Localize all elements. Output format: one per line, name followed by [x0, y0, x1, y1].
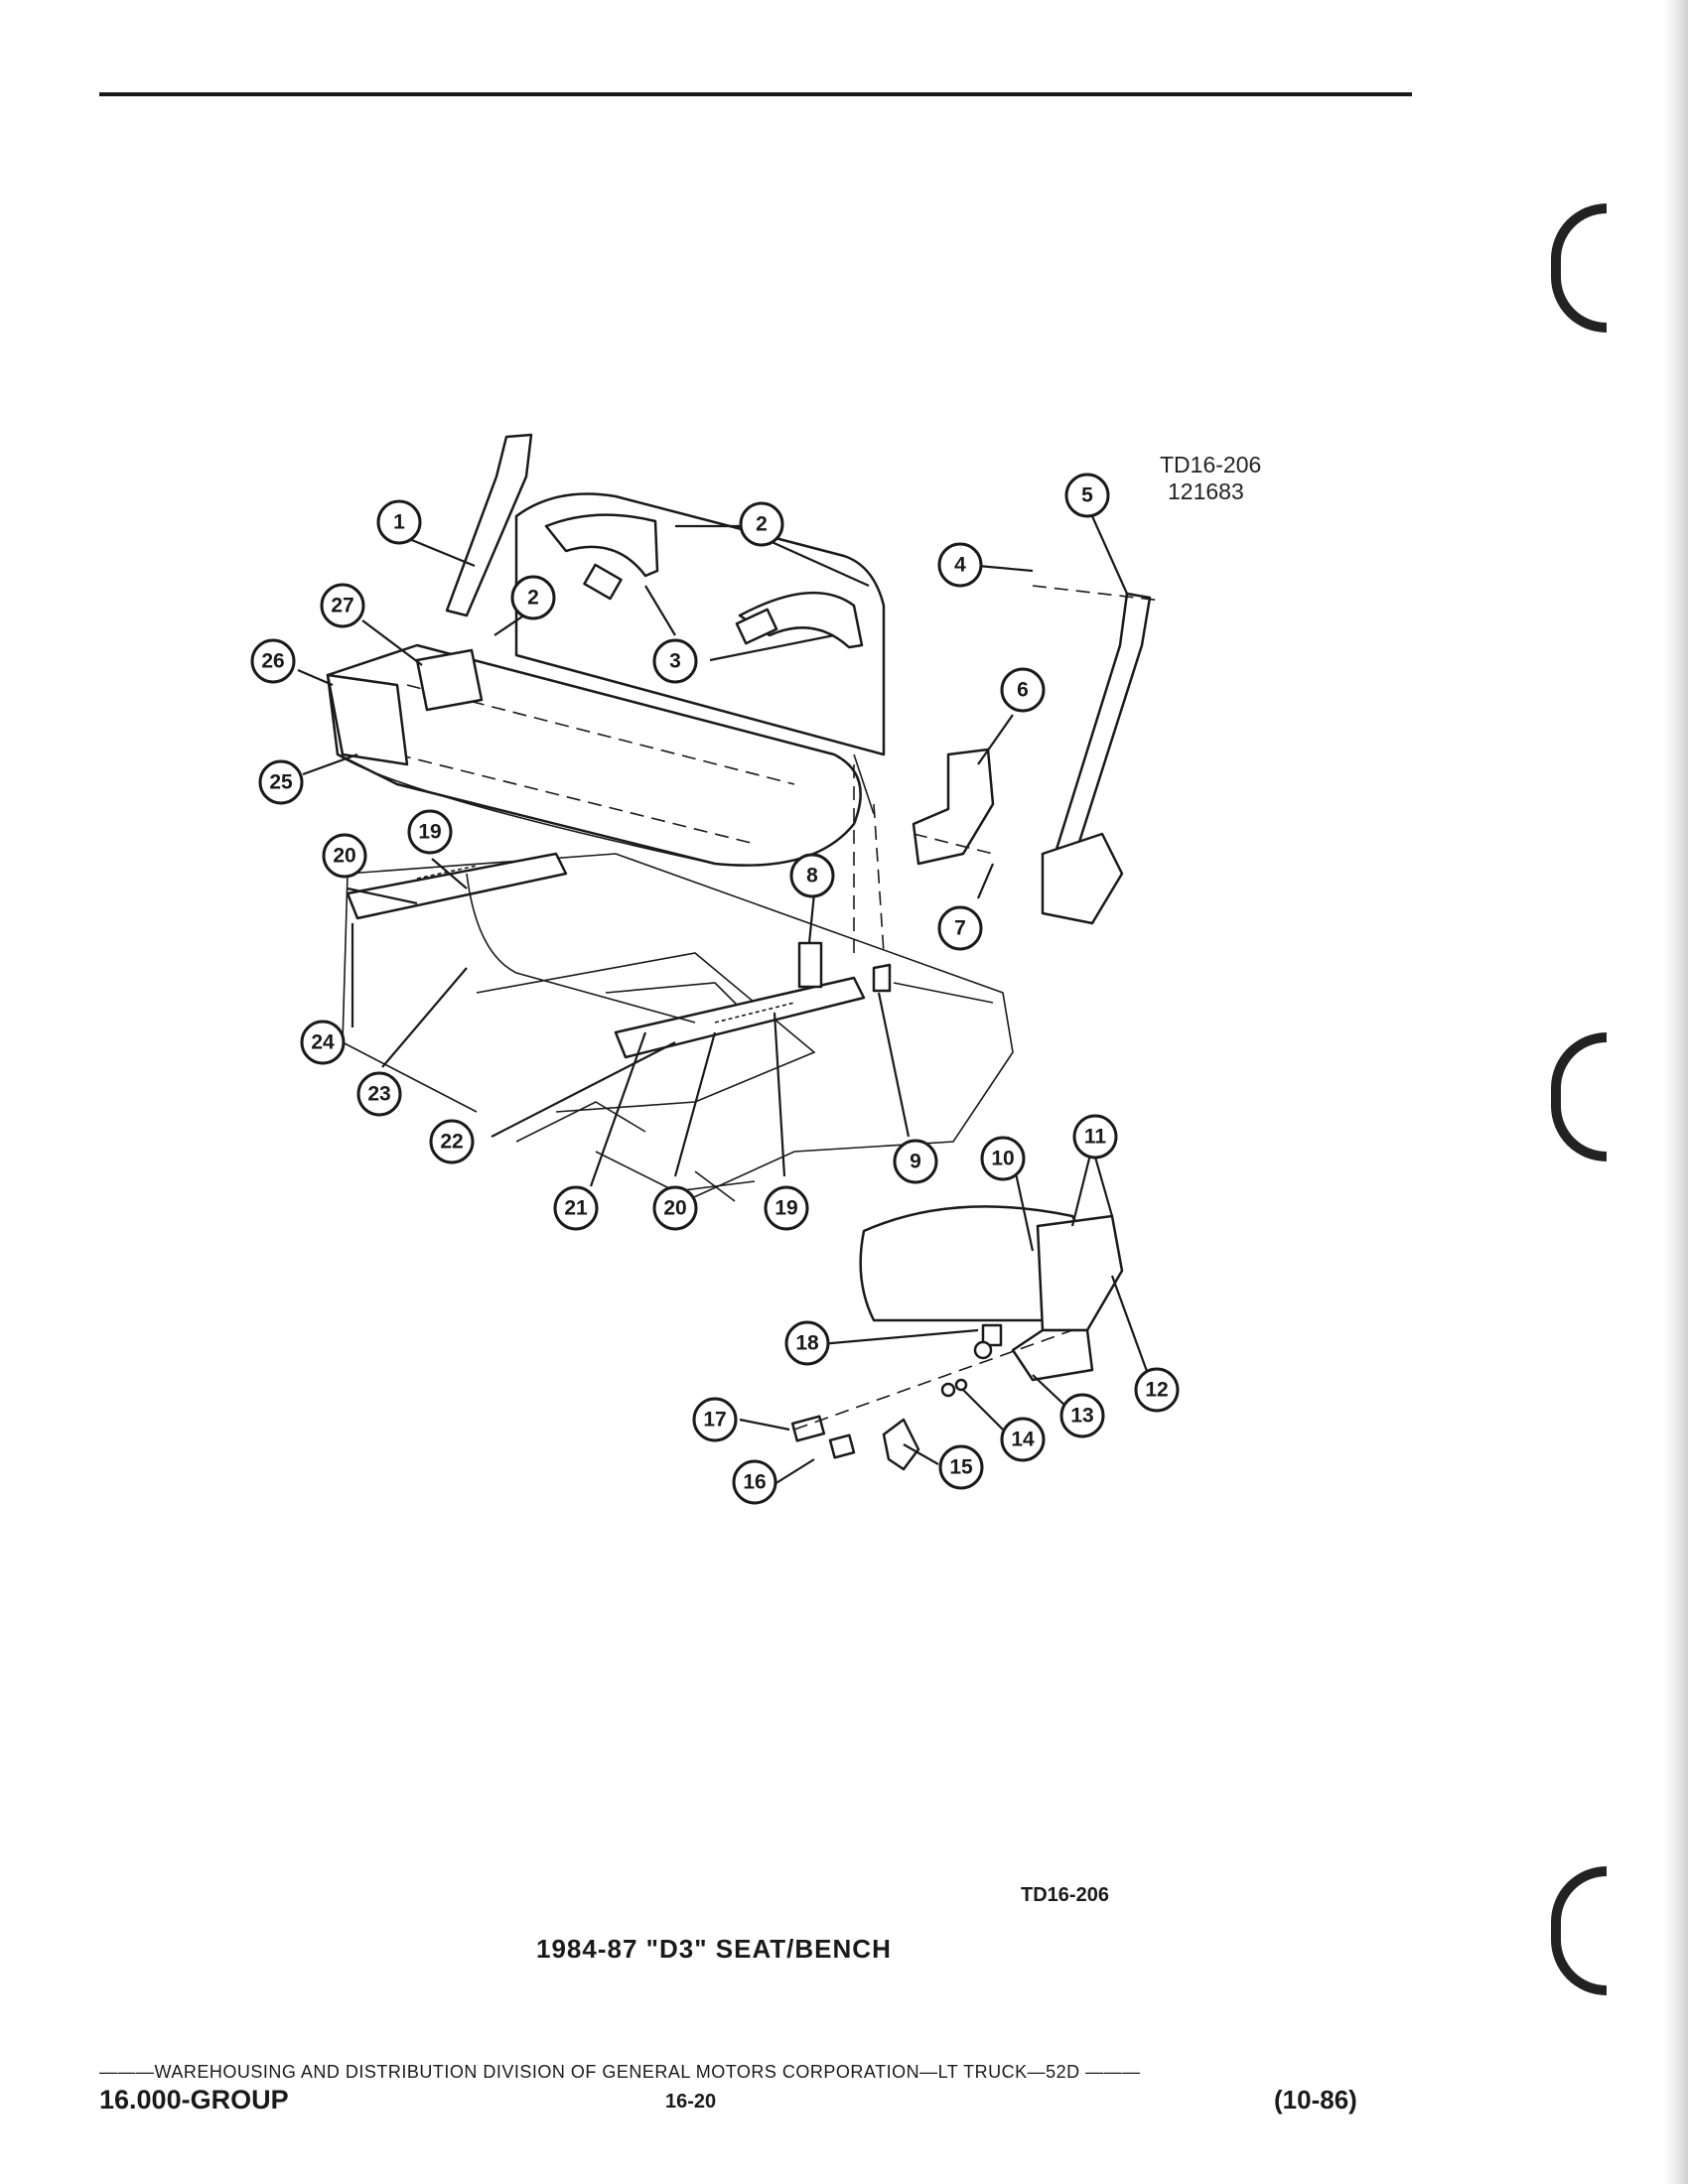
alignment-lines [853, 585, 1163, 954]
callout-label: 19 [774, 1197, 797, 1220]
callout-label: 10 [991, 1148, 1014, 1170]
callout-16: 16 [732, 1459, 777, 1505]
callout-label: 8 [806, 865, 818, 887]
callout-23: 23 [356, 1071, 402, 1117]
callout-12: 12 [1134, 1367, 1180, 1413]
callout-label: 26 [261, 650, 284, 673]
callout-label: 22 [440, 1131, 463, 1154]
footer-date: (10-86) [1274, 2085, 1357, 2115]
callout-7: 7 [937, 905, 983, 951]
callout-label: 21 [564, 1197, 588, 1220]
callout-label: 17 [703, 1409, 726, 1432]
callout-label: 4 [954, 554, 966, 577]
callout-label: 25 [269, 771, 293, 794]
callout-17: 17 [692, 1397, 738, 1442]
callout-24: 24 [300, 1020, 346, 1065]
callout-label: 2 [756, 513, 768, 536]
callout-4: 4 [937, 542, 983, 588]
callout-label: 6 [1017, 679, 1029, 702]
callout-label: 19 [418, 821, 441, 844]
callout-19-top: 19 [407, 809, 453, 855]
callout-25: 25 [258, 759, 304, 805]
callout-3: 3 [652, 638, 698, 684]
callout-label: 1 [393, 511, 405, 534]
stamp-id: TD16-206 [1160, 452, 1262, 478]
callout-21: 21 [553, 1185, 599, 1231]
callout-11: 11 [1072, 1114, 1118, 1160]
callout-label: 23 [367, 1083, 390, 1106]
callout-9: 9 [893, 1139, 938, 1184]
figure-caption: 1984-87 "D3" SEAT/BENCH [536, 1934, 892, 1964]
seat-belt-right [1041, 592, 1152, 925]
header-rule [99, 92, 1412, 96]
figure-id: TD16-206 [1021, 1884, 1109, 1906]
callout-1: 1 [376, 499, 422, 545]
page-edge-shadow [1664, 0, 1688, 2184]
callout-label: 12 [1145, 1379, 1168, 1402]
callout-14: 14 [1000, 1417, 1046, 1462]
callout-label: 20 [333, 845, 355, 868]
callout-label: 20 [663, 1197, 686, 1220]
callout-label: 2 [527, 587, 539, 610]
callout-label: 15 [949, 1456, 973, 1479]
callout-18: 18 [784, 1320, 830, 1366]
callout-label: 27 [331, 595, 353, 617]
footer-page-number: 16-20 [665, 2091, 717, 2113]
callout-13: 13 [1059, 1393, 1105, 1438]
callout-8: 8 [789, 853, 835, 898]
callout-6: 6 [1000, 667, 1046, 713]
seat-track-assembly [346, 852, 892, 1059]
callout-label: 3 [669, 650, 681, 673]
callout-label: 18 [795, 1332, 819, 1355]
callout-label: 16 [743, 1471, 766, 1494]
hinge-detail [790, 1205, 1124, 1471]
callout-2-left: 2 [510, 575, 556, 620]
callout-label: 14 [1011, 1429, 1035, 1451]
callout-26: 26 [250, 638, 296, 684]
callout-label: 5 [1081, 484, 1093, 507]
callout-15: 15 [938, 1444, 984, 1490]
footer-division-line: ———WAREHOUSING AND DISTRIBUTION DIVISION… [99, 2062, 1141, 2082]
callout-label: 9 [910, 1151, 921, 1173]
stamp-number: 121683 [1168, 478, 1244, 504]
callout-label: 11 [1084, 1126, 1107, 1149]
callout-2-top: 2 [739, 501, 784, 547]
footer-group: 16.000-GROUP [99, 2085, 289, 2115]
seat-belt-buckles [544, 513, 864, 649]
callout-label: 7 [954, 917, 966, 940]
callout-label: 13 [1070, 1405, 1093, 1428]
callout-22: 22 [429, 1119, 475, 1164]
callout-10: 10 [980, 1136, 1026, 1181]
callout-label: 24 [311, 1031, 335, 1054]
callout-5: 5 [1064, 473, 1110, 518]
side-panel [912, 748, 995, 866]
callout-20-bottom: 20 [652, 1185, 698, 1231]
callout-20-top: 20 [322, 833, 367, 879]
callout-27: 27 [320, 583, 365, 628]
callout-19-bottom: 19 [764, 1185, 809, 1231]
seat-belt-left [415, 433, 533, 712]
